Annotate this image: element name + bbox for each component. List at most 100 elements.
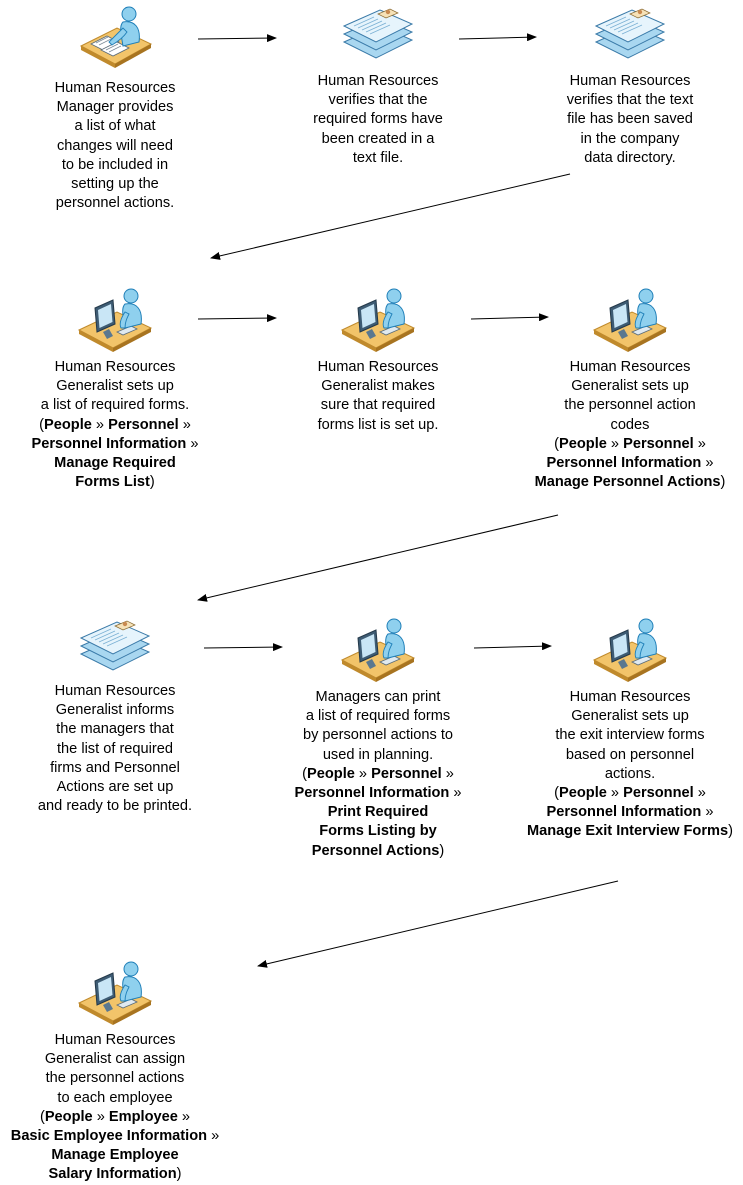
caption-text: Manager provides (56, 99, 174, 116)
caption-text: text file. (352, 149, 404, 166)
caption-line: Personnel Information » (510, 803, 743, 822)
menu-path-segment: Personnel Information (546, 804, 702, 821)
caption-text: » (441, 765, 454, 782)
caption-line: Manage Exit Interview Forms) (510, 822, 743, 841)
menu-path-segment: People (44, 1108, 93, 1125)
caption-line: forms list is set up. (258, 416, 498, 435)
caption-line: Actions are set up (0, 778, 235, 797)
caption-text: by personnel actions to (302, 727, 454, 744)
caption-text: » (91, 416, 109, 433)
caption-line: setting up the (0, 175, 235, 194)
arrow-s9-s10 (257, 880, 619, 968)
caption-line: (People » Employee » (0, 1108, 235, 1127)
caption-line: file has been saved (510, 110, 743, 129)
caption-line: Managers can print (258, 688, 498, 707)
caption-line: Human Resources (258, 358, 498, 377)
arrow-s2-s3 (458, 33, 537, 42)
caption-line: Human Resources (0, 682, 235, 701)
menu-path-segment: People (307, 765, 355, 782)
arrow-s8-s9 (473, 642, 552, 651)
caption-line: changes will need (0, 137, 235, 156)
caption-line: (People » Personnel » (258, 765, 498, 784)
caption-line: Generalist makes (258, 377, 498, 396)
caption-text: ( (302, 765, 308, 782)
caption-text: » (207, 1128, 220, 1145)
caption-text: Generalist makes (321, 378, 435, 395)
caption-line: Forms List) (0, 473, 235, 492)
caption-line: text file. (258, 149, 498, 168)
person-at-computer-icon (340, 614, 416, 689)
caption-text: Generalist informs (55, 702, 175, 719)
menu-path-segment: People (44, 416, 92, 433)
menu-path-segment: Personnel (108, 416, 179, 433)
caption-line: by personnel actions to (258, 726, 498, 745)
arrow-s5-s6 (470, 313, 549, 322)
caption-line: Personnel Information » (0, 435, 235, 454)
caption-text: forms list is set up. (317, 416, 439, 433)
caption-text: Generalist sets up (571, 378, 689, 395)
arrow-s3-s4 (210, 173, 571, 260)
caption-text: setting up the (71, 176, 159, 193)
caption-line: Basic Employee Information » (0, 1127, 235, 1146)
caption-text: » (92, 1108, 109, 1125)
menu-path-segment: Personnel (623, 435, 694, 452)
caption-text: actions. (604, 765, 656, 782)
caption-line: sure that required (258, 396, 498, 415)
caption-text: Generalist sets up (571, 708, 689, 725)
document-stack-icon (77, 614, 153, 685)
caption-line: to be included in (0, 156, 235, 175)
arrow-s6-s7 (197, 514, 559, 602)
caption-line: verifies that the text (510, 91, 743, 110)
caption-line: Human Resources (0, 79, 235, 98)
caption-text: the managers that (56, 721, 174, 738)
caption-line: required forms have (258, 110, 498, 129)
caption-text: changes will need (56, 137, 174, 154)
caption-text: Actions are set up (56, 779, 174, 796)
caption-text: the personnel action (564, 397, 696, 414)
caption-line: the exit interview forms (510, 726, 743, 745)
caption-text: Human Resources (317, 73, 439, 89)
menu-path-segment: Personnel Information (294, 785, 450, 802)
caption-line: data directory. (510, 149, 743, 168)
caption-text: sure that required (320, 397, 436, 414)
person-at-computer-icon (340, 284, 416, 359)
caption-line: the list of required (0, 740, 235, 759)
document-stack-icon (340, 2, 416, 73)
caption-text: ) (728, 823, 733, 840)
caption-line: Manage Required (0, 454, 235, 473)
caption-text: » (693, 435, 706, 452)
caption-text: Human Resources (569, 689, 691, 705)
menu-path-segment: Personnel (623, 785, 694, 802)
caption-text: » (186, 435, 199, 452)
caption-line: personnel actions. (0, 194, 235, 213)
menu-path-segment: Manage Exit Interview Forms (526, 823, 729, 840)
caption-line: the personnel action (510, 396, 743, 415)
caption-text: to each employee (57, 1089, 173, 1106)
document-stack-icon (592, 2, 668, 73)
caption-text: ) (720, 474, 726, 491)
caption-line: the managers that (0, 720, 235, 739)
caption-line: in the company (510, 130, 743, 149)
caption-text: based on personnel (565, 746, 695, 763)
caption-line: and ready to be printed. (0, 797, 235, 816)
caption-text: in the company (580, 130, 680, 147)
caption-line: Manager provides (0, 98, 235, 117)
caption-text: » (354, 765, 372, 782)
menu-path-segment: Personnel Information (31, 435, 187, 452)
caption-line: Generalist informs (0, 701, 235, 720)
caption-line: based on personnel (510, 746, 743, 765)
caption-text: Human Resources (569, 73, 691, 89)
arrow-s1-s2 (197, 34, 277, 43)
caption-text: personnel actions. (55, 195, 175, 212)
caption-text: Human Resources (317, 359, 439, 375)
menu-path-segment: Manage Employee (51, 1147, 179, 1164)
caption-line: a list of required forms. (0, 396, 235, 415)
menu-path-segment: People (559, 785, 607, 802)
caption-line: Salary Information) (0, 1165, 235, 1184)
